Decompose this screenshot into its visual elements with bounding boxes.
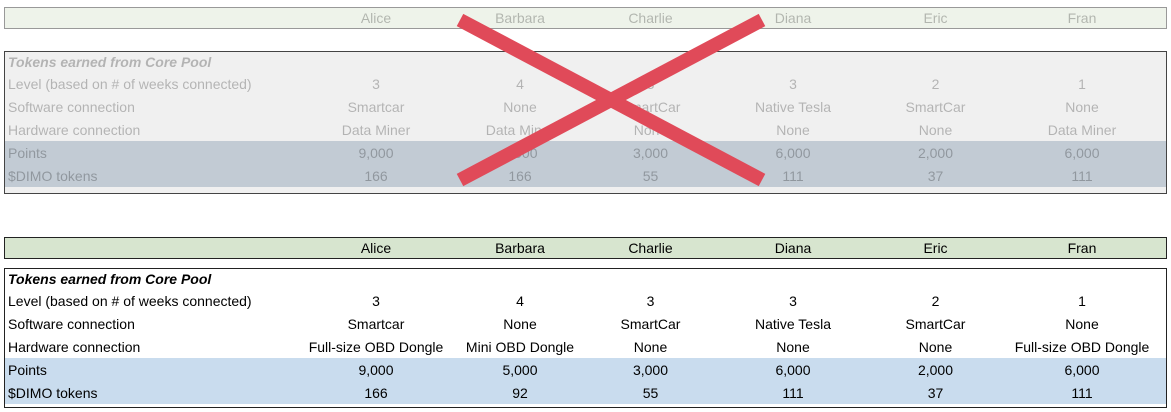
top-name-fran: Fran [1067,10,1097,26]
name-alice: Alice [360,240,392,256]
top-header-row: Alice Barbara Charlie Diana Eric Fran [4,7,1167,29]
row-label: $DIMO tokens [8,384,98,401]
row-label: Hardware connection [8,338,141,355]
row-label: Software connection [8,315,135,332]
top-dimo-row: $DIMO tokens 166 166 55 111 37 111 [5,164,1166,187]
section-title: Tokens earned from Core Pool [8,271,212,287]
software-row: Software connection Smartcar None SmartC… [5,312,1166,335]
bottom-header-row: Alice Barbara Charlie Diana Eric Fran [4,237,1167,259]
top-name-eric: Eric [923,10,948,26]
top-name-alice: Alice [360,10,392,26]
top-name-barbara: Barbara [495,10,545,26]
name-charlie: Charlie [628,240,673,256]
hardware-row: Hardware connection Full-size OBD Dongle… [5,335,1166,358]
top-title-row: Tokens earned from Core Pool [5,52,1166,72]
top-section-title: Tokens earned from Core Pool [8,54,212,70]
row-label: Points [8,361,47,378]
top-name-charlie: Charlie [628,10,673,26]
bottom-body: Tokens earned from Core Pool Level (base… [4,268,1167,408]
dimo-tokens-row: $DIMO tokens 166 92 55 111 37 111 [5,381,1166,404]
level-row: Level (based on # of weeks connected) 3 … [5,289,1166,312]
crossed-out-x-icon [456,13,766,187]
row-label: Level (based on # of weeks connected) [8,292,252,309]
name-fran: Fran [1067,240,1097,256]
name-diana: Diana [774,240,812,256]
name-barbara: Barbara [495,240,545,256]
name-eric: Eric [923,240,948,256]
bottom-title-row: Tokens earned from Core Pool [5,269,1166,289]
top-body: Tokens earned from Core Pool Level (base… [4,51,1167,194]
points-row: Points 9,000 5,000 3,000 6,000 2,000 6,0… [5,358,1166,381]
top-name-diana: Diana [774,10,812,26]
